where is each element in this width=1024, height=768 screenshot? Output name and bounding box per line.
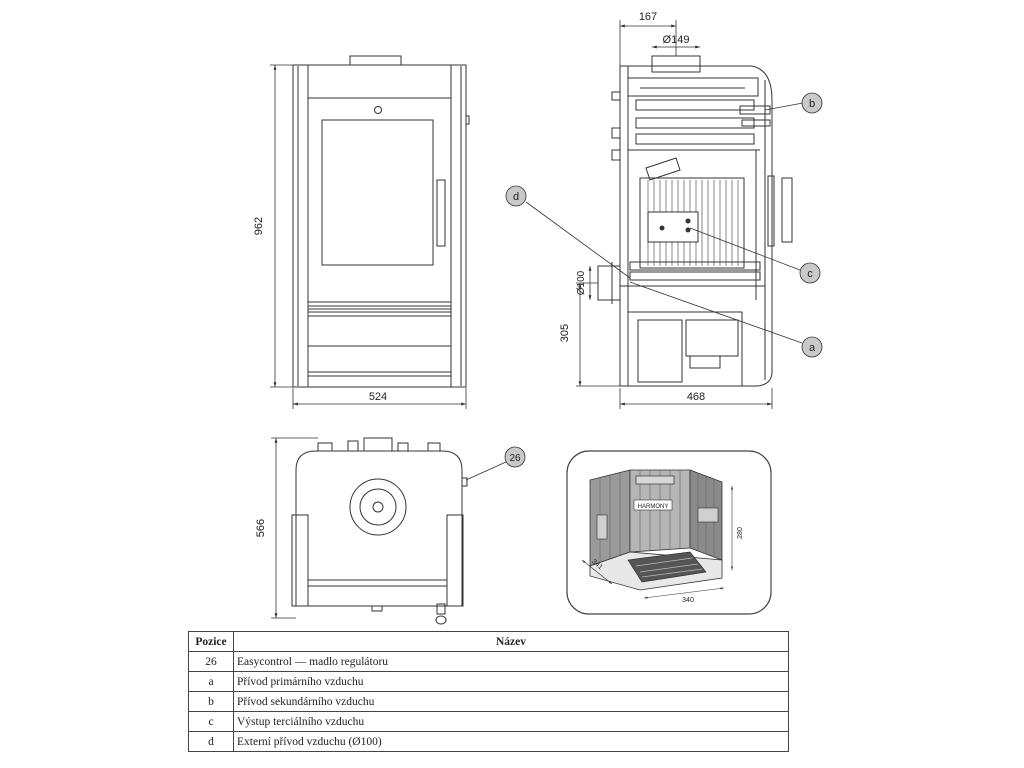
svg-text:d: d [513, 191, 519, 203]
top-view [291, 437, 468, 625]
table-row: c Výstup terciálního vzduchu [188, 711, 789, 732]
top-depth-dimension [271, 437, 318, 619]
external-air-inlet [597, 265, 621, 301]
firebox-inset: HARMONY 280 340 341 [566, 450, 772, 615]
side-view [611, 55, 773, 387]
callout-26: 26 [504, 446, 526, 468]
top-flue-collar [349, 478, 407, 536]
table-row: 26 Easycontrol — madlo regulátoru [188, 651, 789, 672]
legend-code: 26 [188, 651, 234, 672]
firebox-height-label: 280 [737, 527, 744, 539]
flue-offset-dimension [619, 20, 677, 66]
legend-description: Výstup terciálního vzduchu [233, 711, 789, 732]
side-depth-label: 468 [687, 391, 705, 403]
legend-header-row: Pozice Název [188, 631, 789, 652]
front-height-label: 962 [253, 217, 265, 235]
flue-pipe [651, 55, 701, 73]
flue-diameter-label: Ø149 [663, 34, 690, 46]
table-row: a Přívod primárního vzduchu [188, 671, 789, 692]
side-depth-dimension [619, 388, 773, 409]
top-depth-label: 566 [255, 519, 267, 537]
legend-header-position: Pozice [188, 631, 234, 652]
legend-description: Přívod primárního vzduchu [233, 671, 789, 692]
legend-header-name: Název [233, 631, 789, 652]
callout-c: c [799, 262, 821, 284]
front-height-dimension [270, 64, 293, 388]
legend-code: c [188, 711, 234, 732]
svg-text:b: b [809, 98, 815, 110]
front-glass-window [321, 119, 434, 266]
callout-a: a [801, 336, 823, 358]
callout-b: b [801, 92, 823, 114]
svg-text:26: 26 [509, 453, 521, 464]
easycontrol-handle [436, 603, 446, 615]
legend-description: Externí přívod vzduchu (Ø100) [233, 731, 789, 752]
legend-code: a [188, 671, 234, 692]
front-door-knob [374, 106, 382, 114]
legend-description: Easycontrol — madlo regulátoru [233, 651, 789, 672]
callout-leaders [465, 102, 804, 481]
inlet-height-dimension [576, 282, 620, 387]
svg-text:c: c [807, 268, 813, 280]
front-width-dimension [292, 388, 467, 409]
firebox-width-label: 340 [682, 597, 694, 604]
svg-text:a: a [809, 342, 816, 354]
legend-code: d [188, 731, 234, 752]
callout-d: d [505, 185, 527, 207]
legend-table: Pozice Název 26 Easycontrol — madlo regu… [188, 631, 789, 752]
side-door-handle [781, 177, 793, 243]
tertiary-air-plate [647, 211, 699, 243]
front-width-label: 524 [369, 391, 387, 403]
legend-description: Přívod sekundárního vzduchu [233, 691, 789, 712]
flue-offset-label: 167 [639, 11, 657, 23]
table-row: d Externí přívod vzduchu (Ø100) [188, 731, 789, 752]
legend-code: b [188, 691, 234, 712]
front-door-handle [436, 179, 446, 247]
firebox-brand-label: HARMONY [638, 504, 669, 510]
inlet-height-label: 305 [559, 324, 571, 342]
front-view [292, 55, 470, 388]
table-row: b Přívod sekundárního vzduchu [188, 691, 789, 712]
